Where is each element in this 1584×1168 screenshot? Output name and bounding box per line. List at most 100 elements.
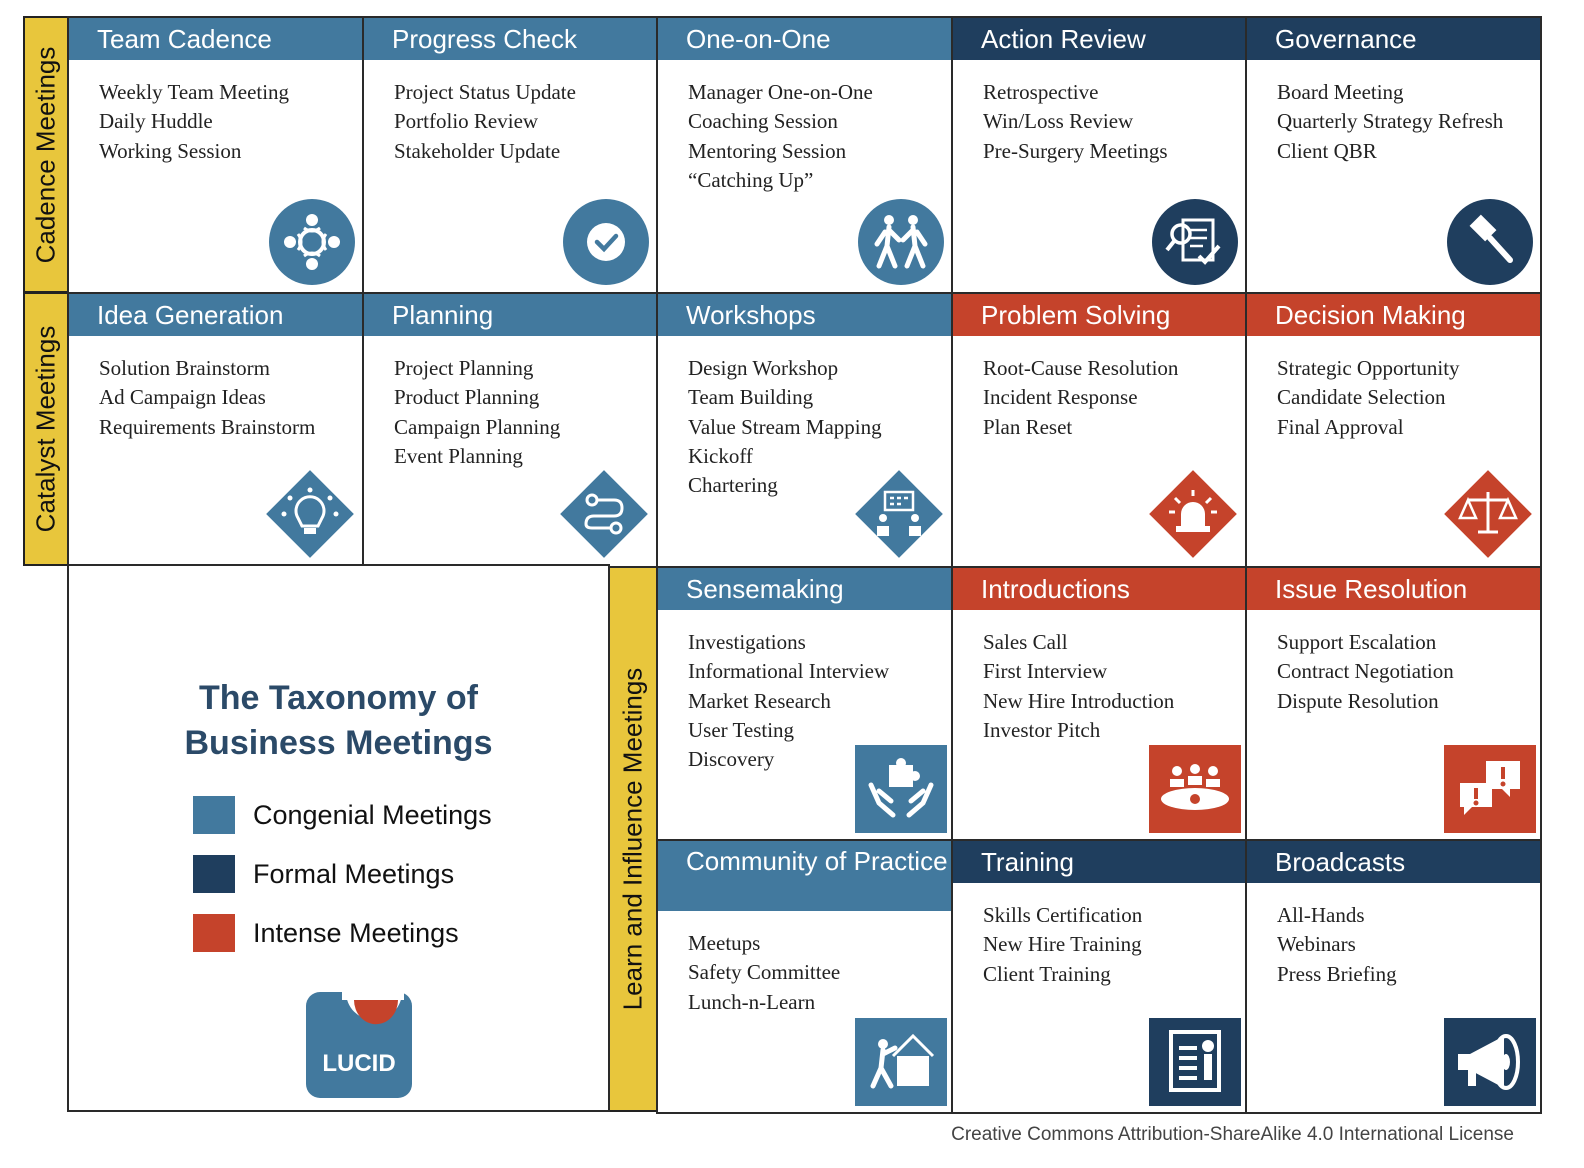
document-review-icon [1151,198,1239,286]
meeting-item: New Hire Introduction [983,688,1175,713]
meeting-item: Working Session [99,138,242,163]
meeting-item: Solution Brainstorm [99,356,270,380]
cell-title: Sensemaking [658,568,951,610]
meeting-item: Product Planning [394,385,540,410]
cell-title: Action Review [953,18,1245,60]
meeting-item: Chartering [688,473,778,498]
meeting-item: Meetups [688,931,761,955]
meeting-item: Investor Pitch [983,717,1101,742]
meeting-item: Project Status Update [394,80,576,104]
meeting-item: Board Meeting [1277,80,1404,104]
cell-title: Broadcasts [1247,841,1540,883]
lucid-logo-text: LUCID [322,1050,396,1077]
license-footer: Creative Commons Attribution-ShareAlike … [951,1124,1514,1145]
cell-title: Governance [1247,18,1540,60]
meeting-item: Strategic Opportunity [1277,356,1460,380]
cell-title: Issue Resolution [1247,568,1540,610]
lucid-logo: LUCID [306,992,412,1098]
meeting-item: Investigations [688,630,806,654]
band-learn: Learn and Influence Meetings [608,566,658,1112]
hands-puzzle-icon [855,743,947,835]
whiteboard-people-icon [853,468,945,560]
meeting-item: Candidate Selection [1277,385,1446,410]
diagram-title-line1: The Taxonomy of [199,679,478,717]
people-building-icon [855,1016,947,1108]
band-cadence: Cadence Meetings [23,16,69,293]
band-label: Cadence Meetings [30,46,61,263]
meeting-item: Manager One-on-One [688,80,873,104]
meeting-item: Press Briefing [1277,961,1397,986]
meeting-item: Win/Loss Review [983,109,1134,134]
meeting-item: Value Stream Mapping [688,414,882,439]
band-label: Catalyst Meetings [30,325,61,533]
meeting-item: Quarterly Strategy Refresh [1277,109,1504,134]
meeting-item: Event Planning [394,443,523,468]
meeting-item: “Catching Up” [688,167,814,192]
route-plan-icon [558,468,650,560]
meeting-item: Lunch-n-Learn [688,989,816,1014]
meeting-item: Contract Negotiation [1277,659,1454,684]
meeting-item: Design Workshop [688,356,839,380]
cell-title: Team Cadence [69,18,362,60]
meeting-item: Coaching Session [688,109,838,134]
checkmark-icon [562,198,650,286]
cell-title: Idea Generation [69,294,362,336]
meeting-item: Dispute Resolution [1277,688,1439,713]
team-circle-icon [268,198,356,286]
meeting-item: Mentoring Session [688,138,847,163]
lightbulb-icon [264,468,356,560]
legend-label: Formal Meetings [253,859,455,889]
meeting-item: Sales Call [983,630,1068,654]
cell-title: Workshops [658,294,951,336]
cell-title: Introductions [953,568,1245,610]
megaphone-icon [1444,1016,1536,1108]
meeting-item: First Interview [983,659,1108,684]
meeting-item: Discovery [688,747,775,772]
meeting-item: Skills Certification [983,903,1143,927]
legend-label: Intense Meetings [253,918,459,948]
cell-title: Training [953,841,1245,883]
meeting-item: Market Research [688,688,831,713]
meeting-item: Informational Interview [688,659,890,684]
meeting-item: Final Approval [1277,414,1404,439]
meeting-item: Webinars [1277,932,1356,957]
conference-table-icon [1149,743,1241,835]
legend-label: Congenial Meetings [253,800,492,830]
meeting-item: Client Training [983,961,1111,986]
scales-icon [1442,468,1534,560]
meeting-item: Retrospective [983,80,1099,104]
meeting-item: Stakeholder Update [394,138,561,163]
meeting-item: Daily Huddle [99,109,213,134]
cell-title: Planning [364,294,656,336]
cell-title: Community of Practice [658,841,951,911]
meeting-item: Team Building [688,385,814,410]
meeting-item: All-Hands [1277,903,1365,927]
legend-swatch [193,914,235,952]
meeting-item: Portfolio Review [394,109,539,134]
meeting-item: User Testing [688,717,795,742]
diagram-title-line2: Business Meetings [184,724,493,762]
meeting-item: Kickoff [688,443,753,468]
